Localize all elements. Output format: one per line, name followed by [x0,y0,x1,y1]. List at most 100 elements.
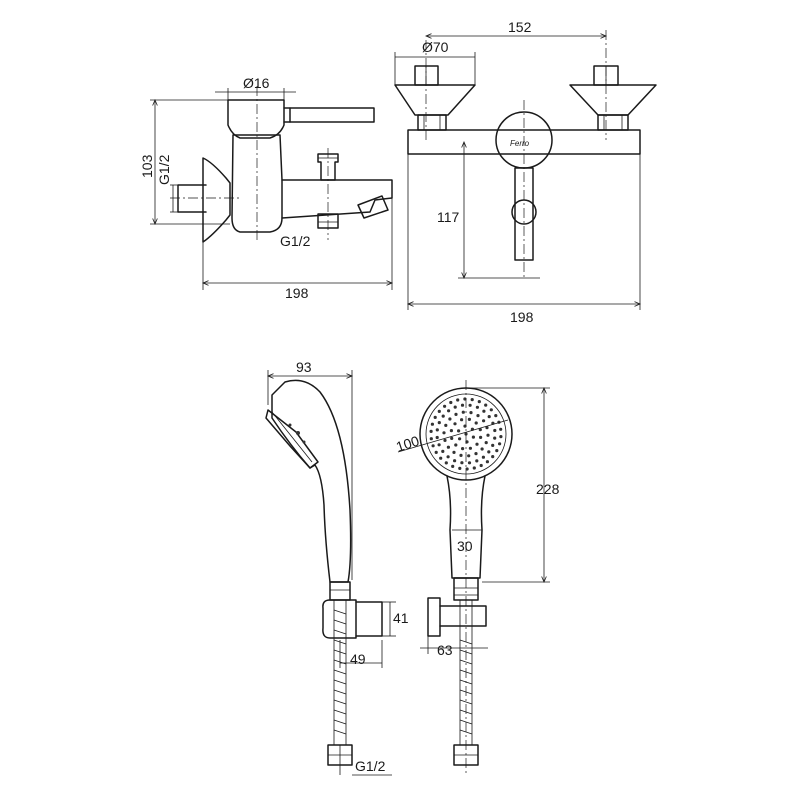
dim-handle-width: 30 [457,538,473,554]
spray-hole [433,415,437,419]
spray-hole [467,417,471,421]
inlet-pipe [177,184,207,213]
spray-hole [478,428,482,432]
spray-hole [437,443,441,447]
spray-hole [475,405,479,409]
hose-front [459,600,473,745]
dim-inlet-thread: G1/2 [156,154,172,185]
dim-head-diameter: 100 [394,432,421,455]
spray-hole [472,466,476,470]
spray-hole [456,398,460,402]
spray-hole [435,435,439,440]
spray-hole [482,409,486,413]
spray-hole [441,449,445,453]
spray-hole [446,455,450,459]
cartridge-cap [227,99,285,139]
mixer-side-view: Ø16 103 G1/2 G1/2 198 [139,75,392,301]
spray-hole [470,398,474,402]
spray-hole [453,422,457,426]
holder-front [427,597,441,637]
spray-hole [487,450,491,454]
brand-logo: Ferro [510,139,530,148]
spray-hole [459,453,463,457]
spray-hole [479,463,483,468]
spray-hole [486,433,490,437]
dim-center-distance: 152 [508,19,532,35]
shower-front-view: 100 228 30 63 [394,380,560,775]
spray-hole [495,449,499,453]
spray-hole [431,444,435,448]
spray-hole [499,435,503,439]
spray-hole [482,419,486,423]
dim-holder-height: 41 [393,610,409,626]
spray-hole [454,412,458,416]
spray-hole [485,426,489,430]
spray-hole [475,459,479,463]
spray-hole [458,466,462,470]
spray-hole [461,410,465,414]
spray-hole [460,461,464,465]
spray-hole [467,454,471,458]
spray-hole [454,443,458,447]
spray-hole [480,447,484,451]
spray-hole [442,431,446,435]
dim-hose-thread: G1/2 [355,758,386,774]
spray-hole [476,414,480,418]
spray-hole [465,467,469,471]
spray-hole [441,414,445,418]
dim-flange-diameter: Ø70 [422,39,449,55]
spray-hole [493,436,497,440]
spray-hole [453,459,457,463]
lever [283,107,375,123]
spray-hole [484,441,488,445]
spray-hole [450,436,454,440]
spray-holes [429,397,503,471]
spray-hole [444,423,448,427]
spray-hole [474,421,478,425]
front-lever [514,167,534,261]
spray-hole [444,461,448,465]
dim-outlet-thread: G1/2 [280,233,311,249]
spray-hole [429,429,433,433]
right-connector [569,84,657,116]
spray-hole [453,405,457,409]
spray-hole [467,461,472,465]
spray-hole [471,435,475,439]
holder-side [322,599,357,639]
spray-hole [452,450,456,454]
mixer-front-view: Ferro Ø70 152 117 198 [394,19,657,325]
spray-hole [469,411,473,415]
spray-hole [457,429,461,433]
wall-flange [202,157,231,243]
spray-hole [475,442,479,446]
spray-hole [439,456,443,460]
spray-hole [479,435,483,439]
dim-lever-height: 117 [437,209,460,225]
hose-side [333,600,347,745]
spray-hole [481,455,485,459]
spray-hole [489,408,493,412]
spray-hole [468,446,472,450]
spray-hole [434,450,438,454]
spray-hole [447,409,451,413]
spray-hole [487,415,491,419]
dim-height: 103 [139,154,155,178]
spray-hole [448,417,452,421]
spray-hole [499,427,503,431]
spray-hole [449,429,453,433]
spray-hole [474,452,478,456]
dim-front-width: 198 [510,309,534,325]
spray-hole [430,422,434,426]
spray-hole [491,455,495,459]
spray-hole [484,403,488,407]
spray-hole [461,447,465,451]
dim-shower-length: 228 [536,481,560,497]
spray-hole [493,428,497,433]
spray-hole [429,437,433,441]
spray-hole [460,403,465,407]
left-connector [394,84,476,116]
dim-holder-width: 63 [437,642,453,658]
handshower-side [271,379,352,583]
spray-hole [451,464,455,468]
